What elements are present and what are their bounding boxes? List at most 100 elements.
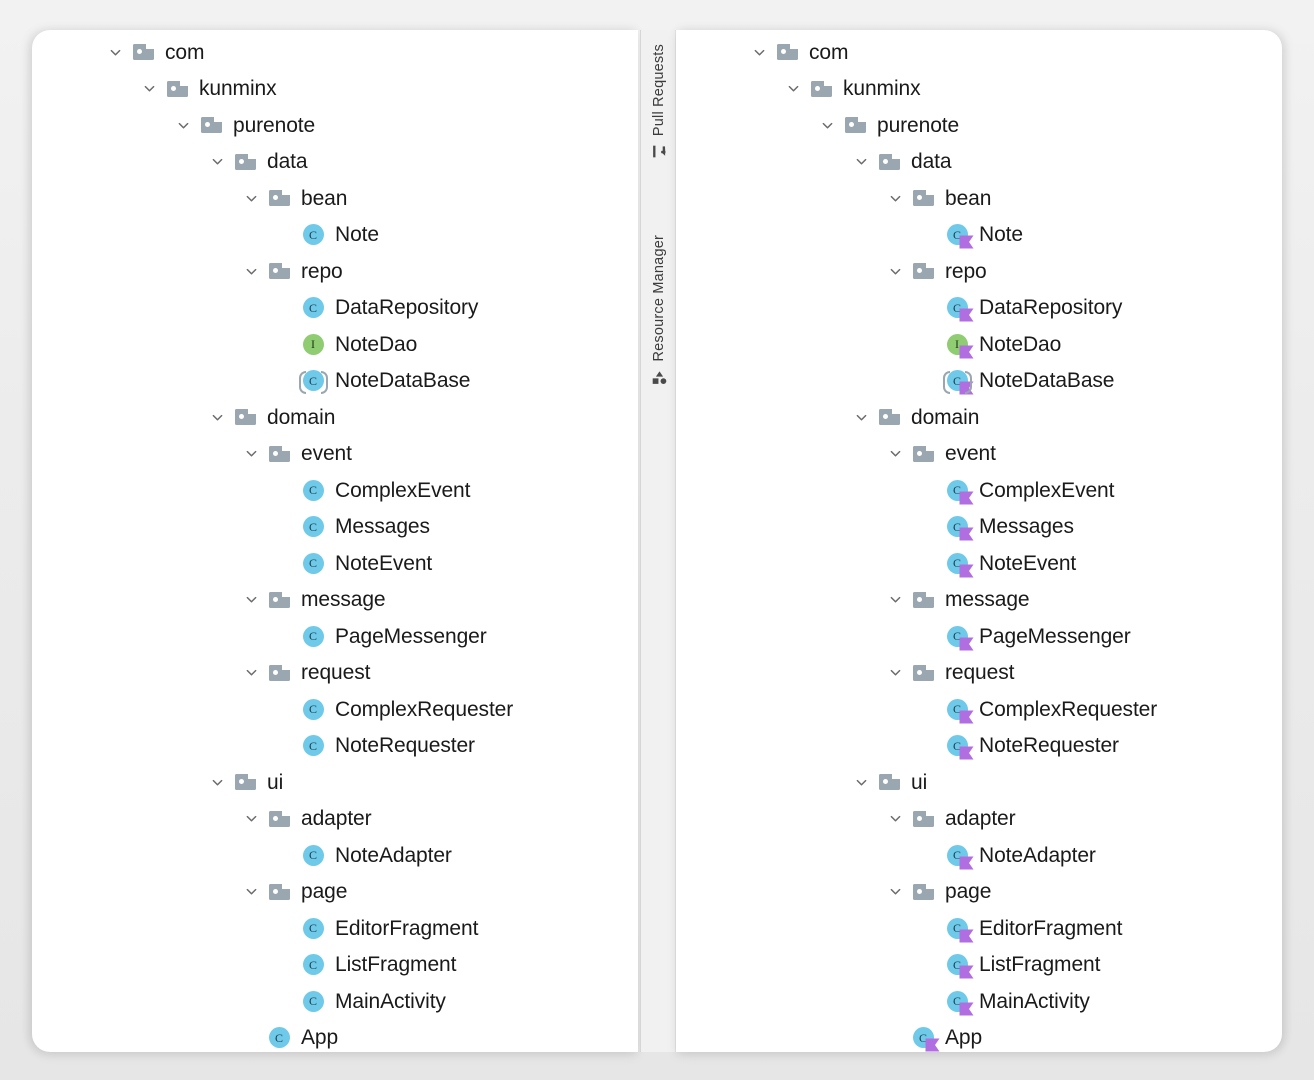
tree-row[interactable]: adapter: [32, 801, 638, 838]
tree-row[interactable]: bean: [676, 180, 1282, 217]
tree-row[interactable]: message: [676, 582, 1282, 619]
tree-row-label: PageMessenger: [979, 624, 1131, 648]
tree-row-label: event: [301, 442, 352, 466]
chevron-down-icon[interactable]: [884, 808, 906, 830]
tree-row-label: page: [945, 880, 992, 904]
tree-row[interactable]: kunminx: [676, 71, 1282, 108]
tree-row-label: com: [165, 40, 205, 64]
class-icon: C: [300, 515, 326, 539]
tool-window-button-resource-manager[interactable]: Resource Manager: [641, 235, 675, 391]
tree-row[interactable]: message: [32, 582, 638, 619]
chevron-down-icon[interactable]: [884, 589, 906, 611]
chevron-down-icon[interactable]: [240, 589, 262, 611]
chevron-down-icon[interactable]: [850, 771, 872, 793]
tree-row[interactable]: request: [676, 655, 1282, 692]
chevron-down-icon[interactable]: [850, 151, 872, 173]
tree-row[interactable]: repo: [676, 253, 1282, 290]
tree-row[interactable]: ui: [32, 764, 638, 801]
tree-row[interactable]: purenote: [32, 107, 638, 144]
chevron-down-icon[interactable]: [240, 808, 262, 830]
chevron-down-icon[interactable]: [240, 443, 262, 465]
modified-badge-icon: [959, 491, 973, 504]
chevron-down-icon[interactable]: [884, 881, 906, 903]
chevron-down-icon[interactable]: [172, 114, 194, 136]
class-icon: C: [944, 296, 970, 320]
chevron-down-icon[interactable]: [240, 881, 262, 903]
modified-badge-icon: [959, 564, 973, 577]
chevron-down-icon[interactable]: [816, 114, 838, 136]
chevron-down-icon[interactable]: [206, 771, 228, 793]
tree-row-label: PageMessenger: [335, 624, 487, 648]
tree-row-label: request: [301, 661, 371, 685]
tool-window-button-pull-requests[interactable]: Pull Requests: [641, 44, 675, 165]
chevron-down-icon[interactable]: [138, 78, 160, 100]
tree-row[interactable]: data: [32, 144, 638, 181]
tree-row[interactable]: adapter: [676, 801, 1282, 838]
tree-row[interactable]: ui: [676, 764, 1282, 801]
tree-row[interactable]: kunminx: [32, 71, 638, 108]
chevron-down-icon[interactable]: [748, 41, 770, 63]
tree-row[interactable]: bean: [32, 180, 638, 217]
tree-row-label: ComplexEvent: [335, 478, 471, 502]
tree-row[interactable]: page: [32, 874, 638, 911]
chevron-down-icon[interactable]: [850, 406, 872, 428]
chevron-down-icon[interactable]: [104, 41, 126, 63]
tree-row[interactable]: data: [676, 144, 1282, 181]
tree-row[interactable]: event: [32, 436, 638, 473]
tree-row-label: com: [809, 40, 849, 64]
chevron-down-icon[interactable]: [206, 151, 228, 173]
tree-row[interactable]: page: [676, 874, 1282, 911]
tree-row[interactable]: repo: [32, 253, 638, 290]
tree-row[interactable]: com: [32, 34, 638, 71]
folder-icon: [910, 186, 936, 210]
class-icon: C: [944, 478, 970, 502]
tree-row[interactable]: event: [676, 436, 1282, 473]
chevron-down-icon[interactable]: [884, 662, 906, 684]
tree-row[interactable]: domain: [676, 399, 1282, 436]
pull-request-icon: [651, 143, 668, 165]
tree-row[interactable]: purenote: [676, 107, 1282, 144]
chevron-down-icon[interactable]: [884, 260, 906, 282]
chevron-down-icon[interactable]: [782, 78, 804, 100]
tree-row[interactable]: domain: [32, 399, 638, 436]
chevron-down-icon[interactable]: [884, 443, 906, 465]
folder-icon: [910, 661, 936, 685]
chevron-down-icon[interactable]: [884, 187, 906, 209]
chevron-down-icon[interactable]: [206, 406, 228, 428]
chevron-down-icon[interactable]: [240, 187, 262, 209]
chevron-down-icon[interactable]: [240, 662, 262, 684]
tree-row[interactable]: request: [32, 655, 638, 692]
chevron-down-icon[interactable]: [240, 260, 262, 282]
tree-row[interactable]: com: [676, 34, 1282, 71]
